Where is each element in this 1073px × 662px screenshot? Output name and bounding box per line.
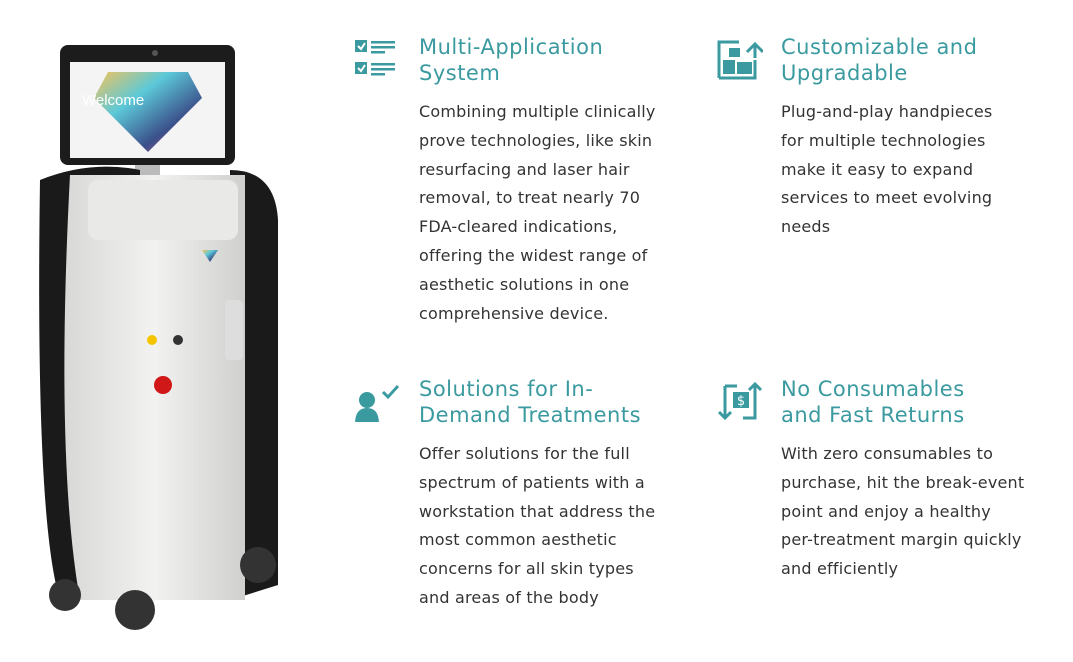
device-screen-welcome: Welcome (82, 92, 145, 109)
user-check-icon (355, 384, 400, 422)
feature-title: Solutions for In-Demand Treatments (419, 377, 642, 427)
checklist-icon (355, 40, 395, 76)
feature-solutions: Solutions for In-Demand Treatments Offer… (355, 376, 719, 613)
money-exchange-icon: $ (717, 381, 763, 421)
upgrade-blocks-icon (717, 40, 763, 80)
device-image: Welcome (30, 40, 290, 640)
svg-text:$: $ (737, 394, 745, 409)
